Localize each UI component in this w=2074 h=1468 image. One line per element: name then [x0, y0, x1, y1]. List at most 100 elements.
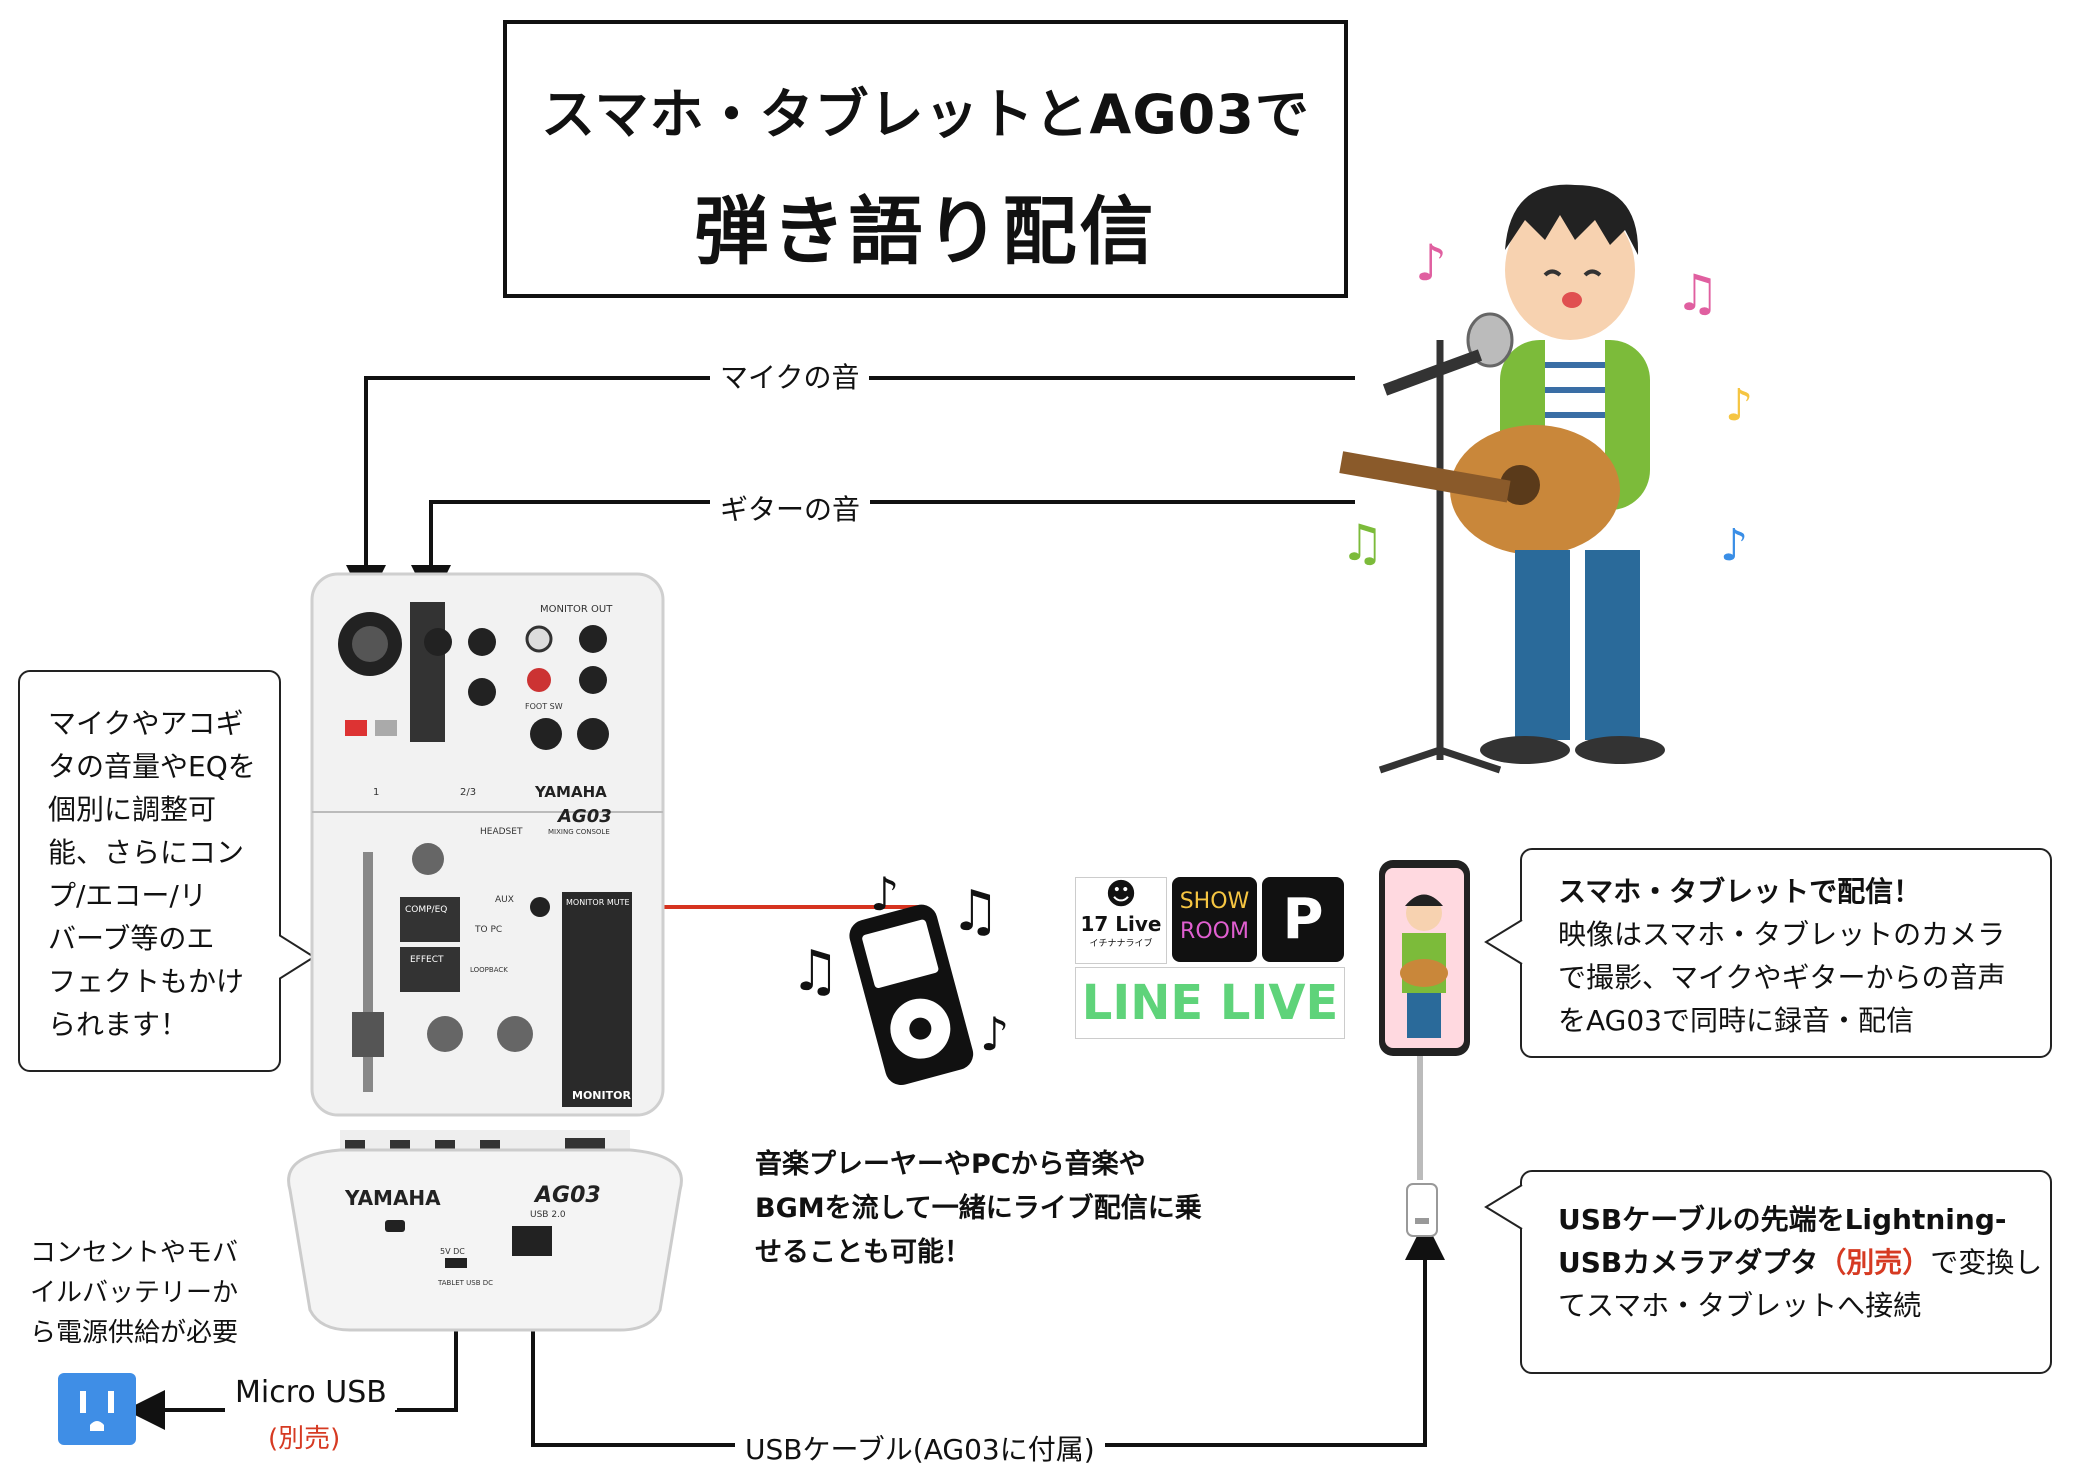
ch1-label: 1	[373, 787, 379, 798]
power-outlet-icon	[58, 1373, 136, 1445]
17live-face-icon: ☻	[1105, 877, 1137, 912]
music-player-icon: ♫ ♫ ♪ ♪	[790, 867, 1009, 1085]
effect-button	[400, 947, 460, 992]
app-pococha: P	[1262, 877, 1344, 962]
showroom-line-2: ROOM	[1180, 919, 1249, 944]
ch23-label: 2/3	[460, 787, 476, 798]
callout-line: 個別に調整可	[48, 793, 217, 826]
17live-name: 17 Live	[1080, 912, 1162, 936]
music-note-line: せることも可能！	[755, 1237, 971, 1268]
singer-illustration: ♪ ♫ ♪ ♫ ♪	[1339, 184, 1753, 774]
channel-fader	[352, 1012, 384, 1057]
smartphone-icon	[1379, 860, 1470, 1056]
pad-button	[375, 720, 397, 736]
music-note-line: 音楽プレーヤーやPCから音楽や	[755, 1149, 1146, 1180]
monitor-out-r	[579, 666, 607, 694]
footsw-jack	[530, 718, 562, 750]
knob-ch23	[427, 1016, 463, 1052]
power-note-line: コンセントやモバ	[30, 1238, 239, 1268]
note-icon: ♫	[790, 939, 840, 1004]
adapter-callout: USBケーブルの先端をLightning- USBカメラアダプタ（別売）で変換し…	[1520, 1170, 2052, 1374]
mixer-rear: YAMAHA AG03 USB 2.0 5V DC TABLET USB DC	[287, 1130, 683, 1332]
phones-jack	[577, 718, 609, 750]
guitar-sound-label: ギターの音	[710, 488, 871, 528]
monitor-out-label: MONITOR OUT	[540, 604, 613, 615]
guitar-line	[411, 500, 1355, 605]
app-showroom: SHOW ROOM	[1172, 877, 1257, 962]
callout-line: られます！	[48, 1008, 189, 1041]
title-line-2: 弾き語り配信	[694, 189, 1157, 275]
callout-line: 能、さらにコン	[48, 836, 245, 869]
stream-callout-line: で撮影、マイクやギターからの音声	[1558, 961, 2006, 994]
mixer-top: 1 2/3 MONITOR OUT FOOT SW YAMAHA AG03 MI…	[310, 572, 665, 1117]
note-icon: ♫	[1675, 264, 1720, 322]
micro-usb-port	[445, 1258, 467, 1268]
callout-line: バーブ等のエ	[48, 922, 215, 955]
mixer-subtitle: MIXING CONSOLE	[548, 828, 610, 836]
effect-label: EFFECT	[410, 955, 444, 965]
app-line-live: LINE LIVE	[1075, 967, 1345, 1039]
tablet-label: TABLET USB DC	[437, 1279, 493, 1287]
stream-callout: スマホ・タブレットで配信！ 映像はスマホ・タブレットのカメラ で撮影、マイクやギ…	[1520, 848, 2052, 1058]
guitar-jack	[424, 628, 452, 656]
stream-callout-heading: スマホ・タブレットで配信！	[1558, 875, 1922, 908]
rear-brand: YAMAHA	[344, 1186, 441, 1210]
monitor-label: MONITOR	[572, 1089, 631, 1102]
note-icon: ♪	[1720, 520, 1748, 571]
adapter-line-rest: で変換し	[1930, 1246, 2043, 1279]
aux-jack	[530, 897, 550, 917]
stream-callout-line: 映像はスマホ・タブレットのカメラ	[1558, 918, 2006, 951]
note-icon: ♪	[1725, 380, 1753, 431]
usb20-label: USB 2.0	[530, 1210, 566, 1220]
plus48v-button	[345, 720, 367, 736]
callout-line: フェクトもかけ	[48, 965, 245, 998]
comp-eq-label: COMP/EQ	[405, 905, 447, 915]
adapter-callout-line-1: USBケーブルの先端をLightning-	[1558, 1203, 2007, 1236]
to-pc-label: TO PC	[474, 925, 502, 935]
callout-line: マイクやアコギ	[48, 707, 244, 740]
aux-label: AUX	[495, 895, 514, 905]
note-icon: ♪	[980, 1007, 1009, 1061]
line-jack-l	[468, 628, 496, 656]
headset-label: HEADSET	[480, 827, 523, 837]
adapter-sold-separately: （別売）	[1818, 1246, 1931, 1279]
usb-cable-label: USBケーブル(AG03に付属)	[735, 1428, 1105, 1468]
stream-callout-line: をAG03で同時に録音・配信	[1558, 1004, 1914, 1037]
left-callout: マイクやアコギ タの音量やEQを 個別に調整可 能、さらにコン プ/エコー/リ …	[18, 670, 281, 1072]
knob-line	[497, 1016, 533, 1052]
note-icon: ♫	[950, 879, 1000, 944]
power-note-line: イルバッテリーか	[30, 1278, 239, 1308]
gain-knob	[412, 843, 444, 875]
rear-model: AG03	[533, 1183, 601, 1208]
app-17live: ☻ 17 Live イチナナライブ	[1075, 877, 1167, 964]
adapter-name: USBカメラアダプタ	[1558, 1246, 1819, 1279]
title-box	[503, 20, 1348, 298]
adapter-callout-line-2: USBカメラアダプタ（別売）で変換し	[1558, 1241, 2050, 1284]
note-icon: ♫	[1340, 514, 1385, 572]
mixer-brand: YAMAHA	[534, 783, 607, 801]
stream-callout-tail	[1484, 920, 1523, 965]
foot-sw-label: FOOT SW	[525, 702, 563, 711]
monitor-mute-label: MONITOR MUTE	[566, 898, 630, 907]
music-note-line: BGMを流して一緒にライブ配信に乗	[755, 1193, 1202, 1224]
mic-line	[346, 376, 1355, 605]
rca-white	[525, 625, 553, 653]
power-note: コンセントやモバ イルバッテリーか ら電源供給が必要	[30, 1233, 238, 1353]
showroom-line-1: SHOW	[1179, 889, 1250, 914]
mixer-model: AG03	[556, 806, 612, 827]
power-note-line: ら電源供給が必要	[30, 1318, 239, 1348]
17live-sub: イチナナライブ	[1089, 939, 1153, 949]
micro-usb-label: Micro USB	[225, 1375, 397, 1410]
callout-line: タの音量やEQを	[48, 750, 256, 783]
comp-eq-button	[400, 897, 460, 942]
adapter-callout-line-3: てスマホ・タブレットへ接続	[1558, 1289, 1922, 1322]
callout-line: プ/エコー/リ	[48, 879, 207, 912]
lightning-adapter-icon	[1406, 1183, 1438, 1237]
usb-b-port	[512, 1226, 552, 1256]
note-icon: ♪	[1415, 234, 1447, 292]
note-icon: ♪	[870, 867, 899, 921]
micro-usb-note: (別売)	[268, 1424, 341, 1454]
title-line-1: スマホ・タブレットとAG03で	[541, 83, 1310, 146]
line-jack-r	[468, 678, 496, 706]
monitor-out-l	[579, 625, 607, 653]
